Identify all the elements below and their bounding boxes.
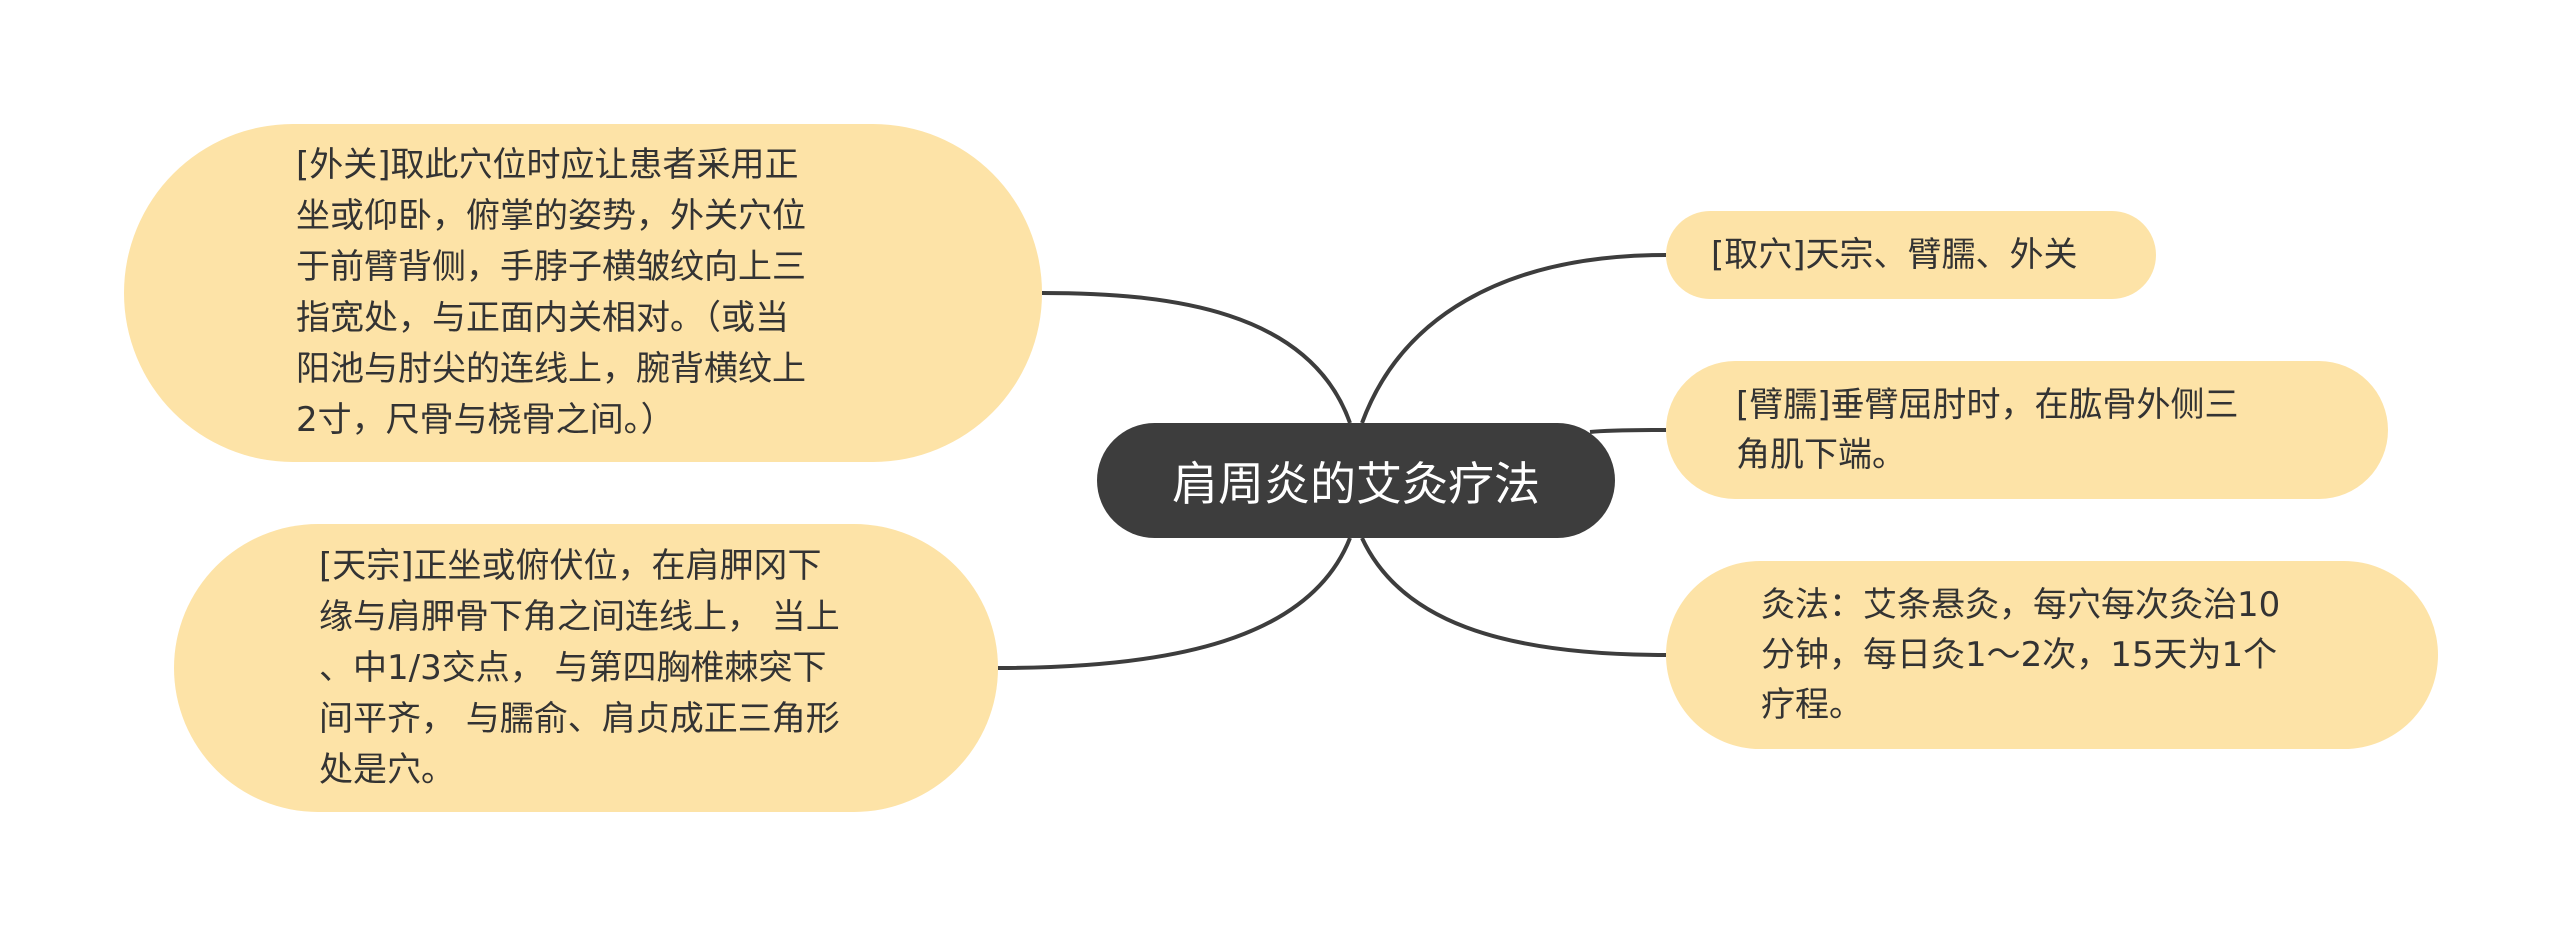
branch-node-tianzong[interactable]: [天宗]正坐或俯伏位，在肩胛冈下 缘与肩胛骨下角之间连线上， 当上 、中1/3交…	[174, 524, 998, 812]
branch-node-binao[interactable]: [臂臑]垂臂屈肘时，在肱骨外侧三 角肌下端。	[1666, 361, 2388, 499]
branch-text-binao: [臂臑]垂臂屈肘时，在肱骨外侧三 角肌下端。	[1736, 385, 2239, 475]
branch-node-jiufa[interactable]: 灸法：艾条悬灸，每穴每次灸治10 分钟，每日灸1～2次，15天为1个 疗程。	[1666, 561, 2438, 749]
branch-text-jiufa: 灸法：艾条悬灸，每穴每次灸治10 分钟，每日灸1～2次，15天为1个 疗程。	[1761, 585, 2281, 725]
central-topic-title: 肩周炎的艾灸疗法	[1172, 456, 1540, 511]
branch-node-waiguan[interactable]: [外关]取此穴位时应让患者采用正 坐或仰卧，俯掌的姿势，外关穴位 于前臂背侧，手…	[124, 124, 1042, 462]
branch-text-tianzong: [天宗]正坐或俯伏位，在肩胛冈下 缘与肩胛骨下角之间连线上， 当上 、中1/3交…	[319, 545, 840, 790]
connector-jiufa	[1360, 537, 1667, 657]
connector-tianzong	[997, 537, 1352, 670]
connector-quxue	[1360, 253, 1667, 424]
branch-text-waiguan: [外关]取此穴位时应让患者采用正 坐或仰卧，俯掌的姿势，外关穴位 于前臂背侧，手…	[296, 145, 806, 440]
central-topic-node[interactable]: 肩周炎的艾灸疗法	[1097, 423, 1615, 538]
branch-node-quxue[interactable]: [取穴]天宗、臂臑、外关	[1666, 211, 2156, 299]
connector-waiguan	[1041, 291, 1352, 424]
branch-text-quxue: [取穴]天宗、臂臑、外关	[1711, 235, 2078, 275]
connector-binao	[1589, 428, 1667, 434]
